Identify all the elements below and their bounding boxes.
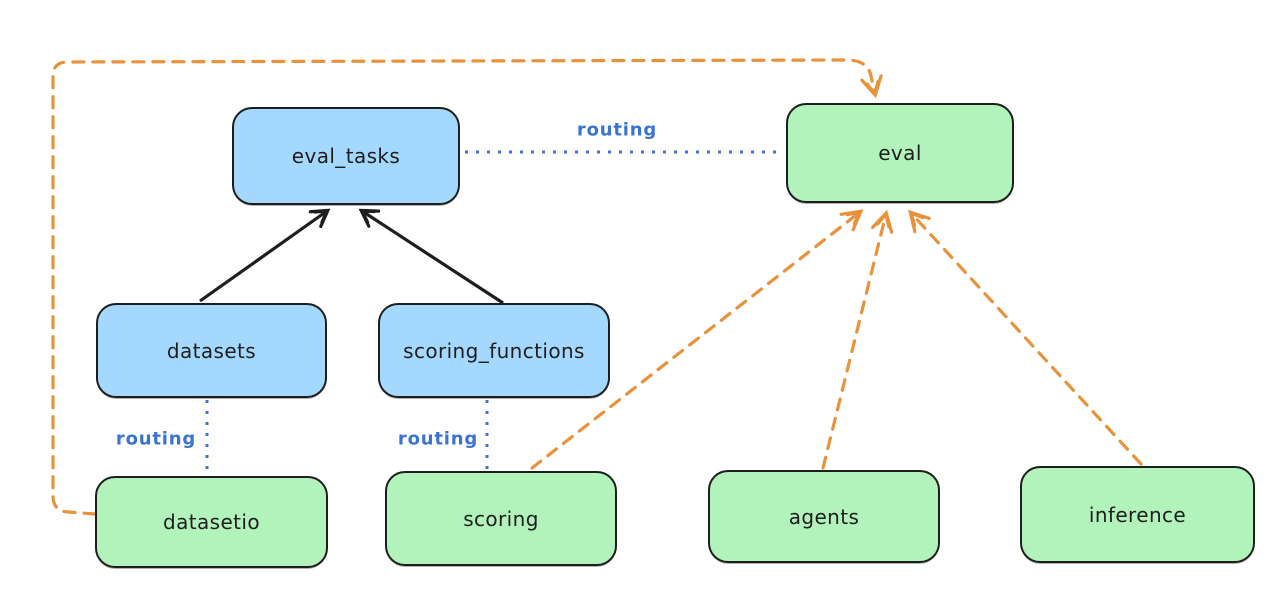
edge-inference-to-eval: [908, 209, 1143, 466]
edge-label-routing-datasets: routing: [115, 428, 197, 450]
edge-label-routing-top: routing: [576, 119, 658, 141]
node-inference: inference: [1020, 466, 1255, 563]
node-datasets-label: datasets: [166, 338, 257, 363]
node-scoring-functions: scoring_functions: [378, 303, 610, 398]
edge-scoring-functions-to-eval-tasks: [358, 208, 504, 305]
node-agents-label: agents: [788, 504, 860, 529]
node-inference-label: inference: [1088, 502, 1187, 527]
node-eval-tasks: eval_tasks: [232, 107, 460, 205]
node-eval-tasks-label: eval_tasks: [291, 144, 401, 168]
node-datasetio: datasetio: [95, 476, 328, 568]
edge-scoring-to-eval: [530, 209, 864, 470]
node-scoring: scoring: [385, 471, 617, 566]
node-agents: agents: [708, 470, 940, 563]
node-datasetio-label: datasetio: [162, 510, 260, 534]
node-datasets: datasets: [96, 303, 327, 398]
edge-label-routing-scoring: routing: [397, 428, 479, 450]
node-scoring-label: scoring: [463, 506, 539, 531]
edge-agents-to-eval: [821, 209, 894, 470]
node-eval-label: eval: [878, 141, 922, 165]
edge-datasets-to-eval-tasks: [199, 208, 331, 303]
node-eval: eval: [786, 103, 1014, 203]
edge-datasetio-to-eval: [51, 58, 883, 516]
node-scoring-functions-label: scoring_functions: [403, 338, 585, 363]
